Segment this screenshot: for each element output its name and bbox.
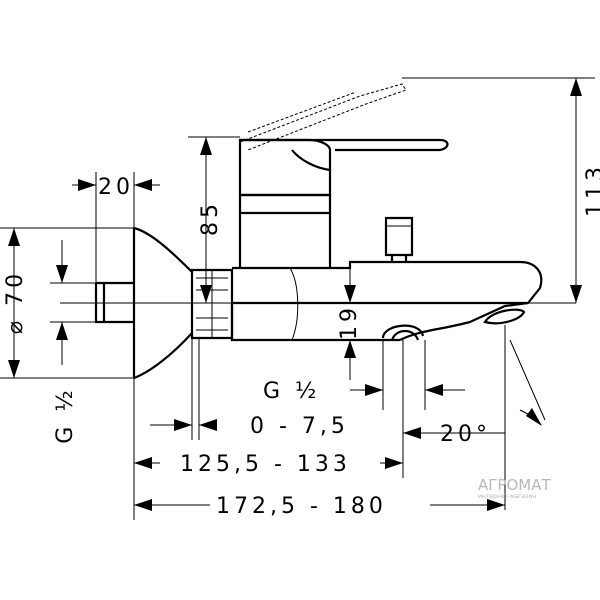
label-length-172: 172,5 - 180 (216, 494, 387, 519)
dimension-85: 85 (188, 136, 240, 303)
dimension-length-172: 172,5 - 180 (134, 494, 505, 519)
label-113: 113 (583, 163, 600, 217)
dimension-thread-right: G ½ (263, 340, 465, 410)
dimension-angle-20: 20° (403, 325, 546, 510)
label-20: 20 (98, 175, 134, 200)
dimension-diameter-70: ⌀ 70 (0, 227, 134, 379)
label-thread-left: G ½ (53, 386, 78, 443)
mixer-outline (60, 83, 576, 380)
label-diameter-70: ⌀ 70 (3, 270, 28, 334)
dimension-offset: 0 - 7,5 (150, 338, 349, 440)
label-19: 19 (337, 304, 362, 340)
label-85: 85 (198, 200, 223, 236)
dimension-20: 20 (72, 172, 160, 283)
label-angle-20: 20° (440, 422, 491, 447)
label-offset: 0 - 7,5 (250, 414, 349, 439)
watermark-brand: АГРОМАТ (478, 476, 551, 494)
dimension-length-125: 125,5 - 133 (133, 340, 404, 520)
watermark-subtitle: интернет-магазин (478, 493, 536, 500)
dimension-19: 19 (337, 265, 385, 380)
dimension-113: 113 (402, 77, 600, 303)
dimension-thread-left: G ½ (50, 240, 96, 444)
label-length-125: 125,5 - 133 (180, 452, 351, 477)
watermark: АГРОМАТ интернет-магазин (478, 476, 551, 500)
label-thread-right: G ½ (263, 379, 320, 404)
